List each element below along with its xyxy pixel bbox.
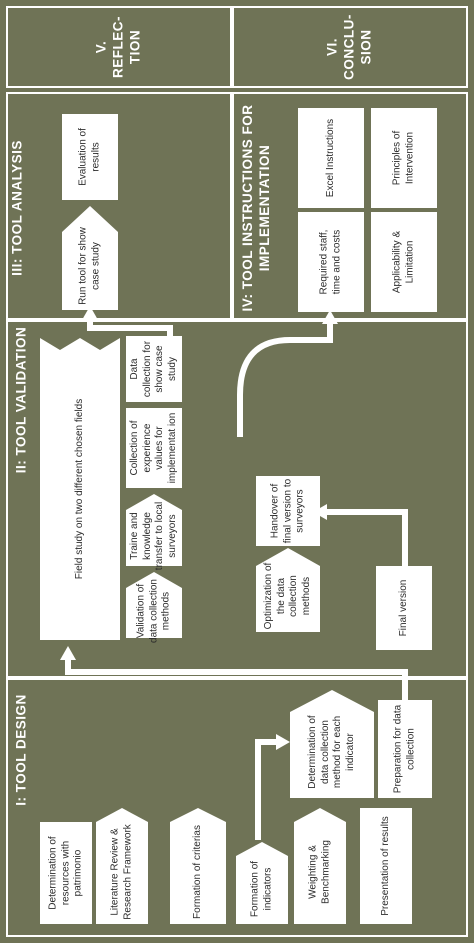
traine-box: Traine and knowledge transfer to local s… <box>126 494 182 570</box>
run-tool-label: Run tool for show case study <box>77 227 102 305</box>
presentation-box: Presentation of results <box>360 808 412 924</box>
optimization-label: Optimization of the data collection meth… <box>263 562 312 630</box>
indicators-box: Formation of indicators <box>236 842 288 924</box>
resources-label: Determination of resources with patrimon… <box>47 836 84 910</box>
determination-method-box: Determination of data collection method … <box>290 690 374 798</box>
preparation-label: Preparation for data collection <box>392 704 417 794</box>
handover-box: Handover of final version to surveyors <box>256 476 320 546</box>
principles-label: Principles of Intervention <box>391 130 416 186</box>
presentation-label: Presentation of results <box>379 816 391 916</box>
criterias-label: Formation of criterias <box>191 825 203 919</box>
tool-instructions-panel <box>232 92 468 320</box>
weighting-box: Weighting & Benchmarking <box>294 808 346 924</box>
excel-box: Excel Instructions <box>298 108 364 208</box>
preparation-box: Preparation for data collection <box>378 700 432 798</box>
evaluation-label: Evaluation of results <box>77 128 102 186</box>
literature-box: Literature Review & Research Framework <box>96 808 148 924</box>
weighting-label: Weighting & Benchmarking <box>307 840 332 904</box>
validation-methods-label: Validation of data collection methods <box>135 579 172 643</box>
data-collection-case-box: Data collection for show case study <box>126 336 182 402</box>
reflection-panel: V. REFLEC- TION <box>6 6 232 88</box>
staff-box: Required staff, time and costs <box>298 212 364 312</box>
principles-box: Principles of Intervention <box>371 108 437 208</box>
traine-label: Traine and knowledge transfer to local s… <box>129 501 178 571</box>
data-collection-case-label: Data collection for show case study <box>129 340 178 398</box>
determination-method-label: Determination of data collection method … <box>307 715 356 789</box>
excel-label: Excel Instructions <box>324 118 336 198</box>
run-tool-box: Run tool for show case study <box>62 206 118 310</box>
tool-instructions-title: IV: TOOL INSTRUCTIONS FOR IMPLEMENTATION <box>240 104 272 312</box>
resources-box: Determination of resources with patrimon… <box>40 822 92 924</box>
tool-analysis-panel <box>6 92 232 320</box>
validation-methods-box: Validation of data collection methods <box>126 572 182 643</box>
evaluation-box: Evaluation of results <box>62 114 118 200</box>
applicability-box: Applicability & Limitation <box>371 212 437 312</box>
reflection-title: V. REFLEC- TION <box>93 16 143 78</box>
field-study-box: Field study on two different chosen fiel… <box>40 338 120 640</box>
staff-label: Required staff, time and costs <box>318 229 343 295</box>
tool-design-title: I: TOOL DESIGN <box>13 694 29 806</box>
final-version-label: Final version <box>397 579 409 637</box>
handover-label: Handover of final version to surveyors <box>269 478 306 544</box>
experience-box: Collection of experience values for impl… <box>126 408 182 488</box>
field-study-label: Field study on two different chosen fiel… <box>73 398 85 580</box>
tool-validation-title: II: TOOL VALIDATION <box>13 326 29 474</box>
experience-label: Collection of experience values for impl… <box>129 412 178 484</box>
optimization-box: Optimization of the data collection meth… <box>256 548 320 632</box>
final-version-box: Final version <box>376 566 432 650</box>
conclusion-title: VI. CONCLU- SION <box>324 14 374 80</box>
applicability-label: Applicability & Limitation <box>391 230 416 294</box>
literature-label: Literature Review & Research Framework <box>109 824 134 920</box>
indicators-label: Formation of indicators <box>249 860 274 918</box>
criterias-box: Formation of criterias <box>170 808 226 924</box>
tool-analysis-title: III: TOOL ANALYSIS <box>9 140 25 276</box>
conclusion-panel: VI. CONCLU- SION <box>232 6 468 88</box>
